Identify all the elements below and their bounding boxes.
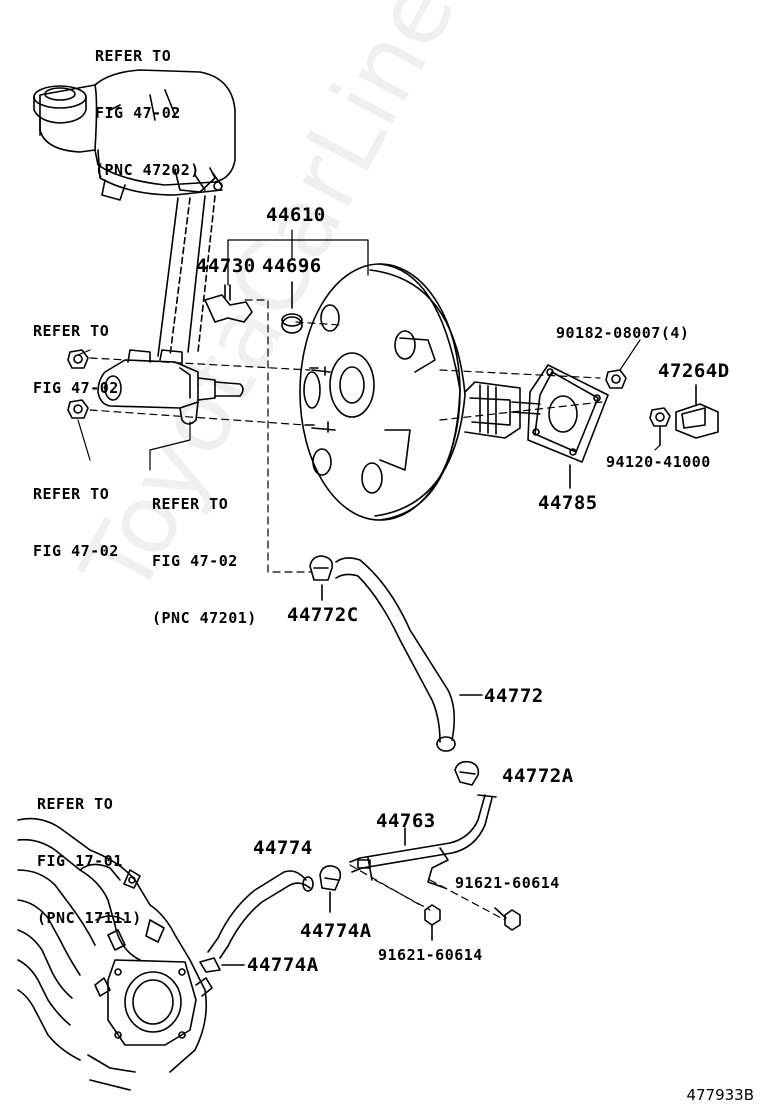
nut-94120 xyxy=(649,407,671,446)
part-label-44772[interactable]: 44772 xyxy=(484,685,544,707)
nut-90182 xyxy=(605,369,627,389)
part-label-47264D[interactable]: 47264D xyxy=(658,360,730,382)
part-label-44696[interactable]: 44696 xyxy=(262,255,322,277)
part-label-44772C[interactable]: 44772C xyxy=(287,604,359,626)
vacuum-hose-44772 xyxy=(335,557,483,752)
part-label-44774[interactable]: 44774 xyxy=(253,837,313,859)
part-label-44772A[interactable]: 44772A xyxy=(502,765,574,787)
part-label-91621-60614-bottom[interactable]: 91621-60614 xyxy=(378,946,483,964)
booster-rear-studs xyxy=(464,381,541,439)
check-valve-44730 xyxy=(204,284,253,323)
part-label-44730[interactable]: 44730 xyxy=(196,255,256,277)
bracket-47264D xyxy=(675,384,719,439)
assembly-bracket-44610 xyxy=(227,229,369,286)
clip-44774A-upper xyxy=(319,865,342,913)
part-label-44610[interactable]: 44610 xyxy=(266,204,326,226)
reservoir-pipes xyxy=(157,195,216,357)
reference-upper-left: REFER TO FIG 47-02 xyxy=(33,322,119,397)
brake-booster xyxy=(299,263,466,521)
part-label-44763[interactable]: 44763 xyxy=(376,810,436,832)
nut-lower-left xyxy=(67,399,89,419)
part-label-91621-60614-right[interactable]: 91621-60614 xyxy=(455,874,560,892)
reference-master-cylinder: REFER TO FIG 47-02 (PNC 47201) xyxy=(152,495,257,627)
reference-lower-left: REFER TO FIG 47-02 xyxy=(33,485,119,560)
part-label-44774A-lower[interactable]: 44774A xyxy=(247,954,319,976)
vacuum-pipe-44763 xyxy=(349,794,497,889)
hose-44774 xyxy=(199,870,314,973)
leader-lines xyxy=(77,339,661,471)
brake-fluid-reservoir xyxy=(33,69,236,201)
bolt-91621-bottom xyxy=(424,904,441,941)
bolt-91621-right xyxy=(494,907,521,931)
part-label-44774A-upper[interactable]: 44774A xyxy=(300,920,372,942)
intake-manifold xyxy=(17,817,213,1091)
clip-44772C xyxy=(309,555,334,601)
reference-intake-manifold: REFER TO FIG 17-01 (PNC 17111) xyxy=(37,795,142,927)
clip-44772A xyxy=(454,760,480,786)
part-label-94120-41000[interactable]: 94120-41000 xyxy=(606,453,711,471)
figure-number: 477933B xyxy=(686,1086,754,1104)
gasket-44785 xyxy=(527,364,609,489)
reference-reservoir: REFER TO FIG 47-02 (PNC 47202) xyxy=(95,47,200,179)
grommet-44696 xyxy=(281,281,303,334)
part-label-90182-08007[interactable]: 90182-08007(4) xyxy=(556,324,690,342)
master-cylinder xyxy=(97,349,244,425)
part-label-44785[interactable]: 44785 xyxy=(538,492,598,514)
